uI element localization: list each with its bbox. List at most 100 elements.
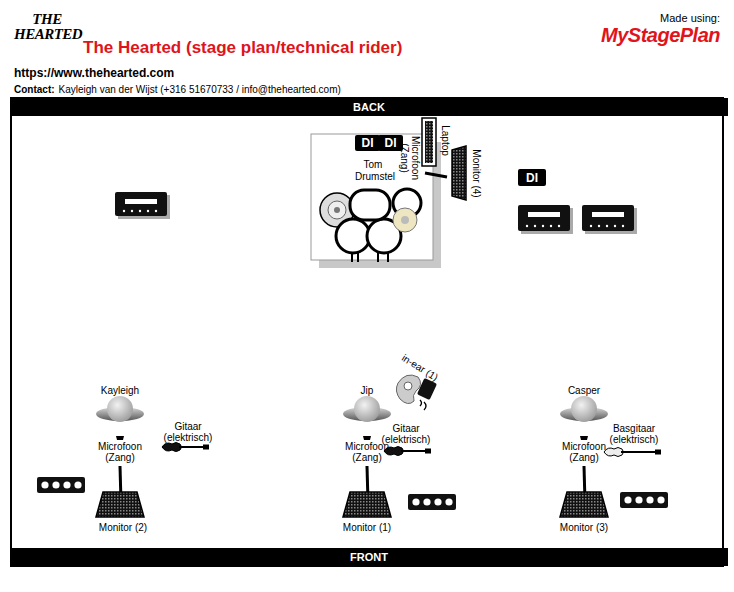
amp-knob (622, 225, 624, 227)
amp-panel (592, 212, 624, 217)
contact-heading: Contact: (14, 84, 55, 95)
musician-name: Casper (554, 385, 614, 396)
laptop (422, 118, 436, 166)
node-text: DI (526, 172, 538, 184)
socket (646, 496, 653, 503)
power-strip (620, 492, 668, 508)
microphone (425, 173, 447, 177)
instrument-name: Basgitaar (elektrisch) (594, 423, 674, 445)
musician-name: Kayleigh (90, 385, 150, 396)
amp-knob (542, 225, 544, 227)
guitar-head (425, 449, 431, 454)
in-ear-label: in-ear (1) (396, 349, 444, 385)
guitar-head (203, 445, 209, 450)
node-text: DI (362, 137, 374, 149)
di-box: DI (518, 169, 546, 186)
brand-name: MyStagePlan (590, 24, 720, 46)
electric-guitar (384, 447, 431, 456)
credit-note: Made using: (610, 13, 720, 24)
wedge-monitor (343, 492, 391, 517)
guitar-neck (621, 451, 656, 453)
amplifier (582, 205, 637, 234)
wedge-monitor (560, 492, 608, 517)
wedge-monitor (452, 146, 466, 200)
microphone (580, 436, 588, 440)
guitar-body (604, 448, 624, 457)
node-text: BACK (353, 102, 385, 113)
amp-panel (528, 212, 560, 217)
head (571, 396, 597, 422)
device-label: Laptop (440, 120, 451, 160)
strip-body (408, 494, 456, 510)
socket (635, 496, 642, 503)
back-band: BACK (10, 98, 728, 116)
socket (434, 498, 441, 505)
head (354, 396, 380, 422)
socket (624, 496, 631, 503)
amp-knob (550, 225, 552, 227)
amp-body (115, 192, 167, 216)
node-text: DI (385, 137, 397, 149)
socket (657, 496, 664, 503)
microphone (363, 436, 371, 440)
amp-knob (598, 225, 600, 227)
website: https://www.thehearted.com (14, 66, 314, 80)
amp-body (582, 205, 634, 231)
node-text: FRONT (350, 552, 388, 563)
socket (445, 498, 452, 505)
amp-knob (526, 225, 528, 227)
socket (41, 481, 48, 488)
socket (63, 481, 70, 488)
amp-knob (147, 210, 149, 212)
title: The Hearted (stage plan/technical rider) (83, 38, 402, 58)
monitor-label: Monitor (1) (337, 522, 397, 533)
amp-knob (123, 210, 125, 212)
amp-knob (534, 225, 536, 227)
front-band: FRONT (10, 548, 728, 566)
monitor-label: Monitor (4) (471, 143, 482, 203)
contact-details: Kayleigh van der Wijst (+316 51670733 / … (59, 84, 341, 95)
wedge-monitor (96, 492, 144, 517)
power-strip (408, 494, 456, 510)
instrument-name: Gitaar (elektrisch) (374, 423, 438, 445)
amp-knob (606, 225, 608, 227)
amp-knob (590, 225, 592, 227)
musician-name: Tom (353, 159, 393, 170)
stage-outline (11, 98, 723, 566)
amp-body (518, 205, 570, 231)
socket (412, 498, 419, 505)
power-strip (37, 477, 85, 493)
amp-knob (139, 210, 141, 212)
amp-knob (155, 210, 157, 212)
microphone-label: Microfoon (Zang) (399, 129, 421, 187)
musician-name: Jip (337, 385, 397, 396)
amp-knob (131, 210, 133, 212)
musician-position (37, 396, 209, 517)
socket (52, 481, 59, 488)
guitar-neck (401, 450, 426, 452)
microphone (116, 436, 124, 440)
microphone-label: Microfoon (Zang) (90, 441, 150, 463)
guitar-body (162, 443, 182, 452)
socket (74, 481, 81, 488)
guitar-neck (179, 446, 204, 448)
guitar-head (655, 450, 661, 455)
microphone-label: Microfoon (Zang) (554, 441, 614, 463)
strip-body (620, 492, 668, 508)
socket (423, 498, 430, 505)
strip-body (37, 477, 85, 493)
bass-guitar (604, 448, 661, 457)
monitor-label: Monitor (3) (554, 522, 614, 533)
monitor-label: Monitor (2) (93, 522, 153, 533)
amp-knob (558, 225, 560, 227)
di-box: DI (355, 135, 380, 151)
amp-panel (125, 199, 157, 204)
amp-knob (614, 225, 616, 227)
electric-guitar (162, 443, 209, 452)
head (107, 396, 133, 422)
amplifier (115, 192, 170, 219)
logo-text: THE HEARTED (14, 12, 80, 42)
amplifier (518, 205, 573, 234)
instrument-name: Drumstel (350, 171, 400, 182)
instrument-name: Gitaar (elektrisch) (156, 421, 220, 443)
